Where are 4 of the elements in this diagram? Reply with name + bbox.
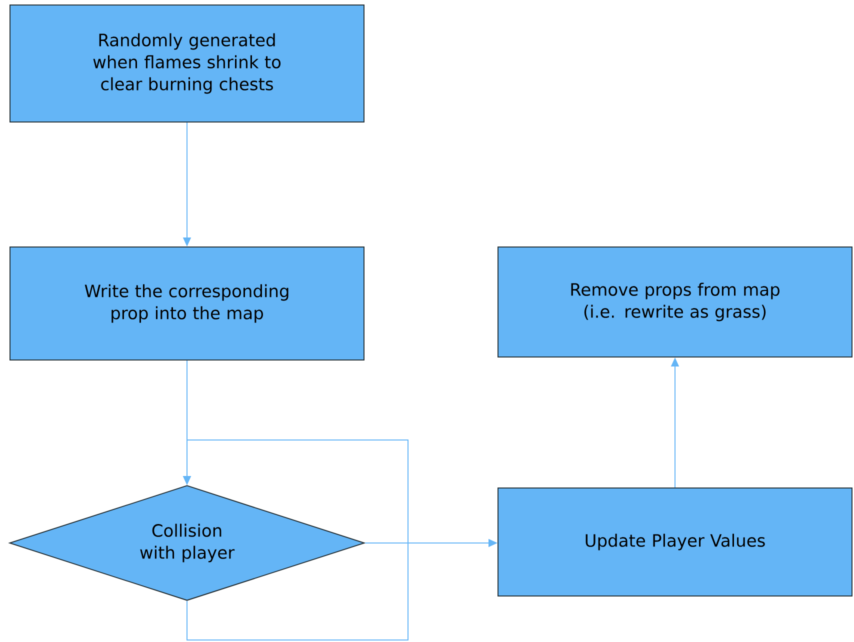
process-box: Remove props from map (i.e. rewrite as grass): [498, 246, 852, 358]
process-box: Randomly generated when flames shrink to clear burning chests: [10, 4, 364, 122]
process-box: Write the corresponding prop into the map: [10, 246, 364, 360]
process-box: Update Player Values: [498, 488, 852, 596]
